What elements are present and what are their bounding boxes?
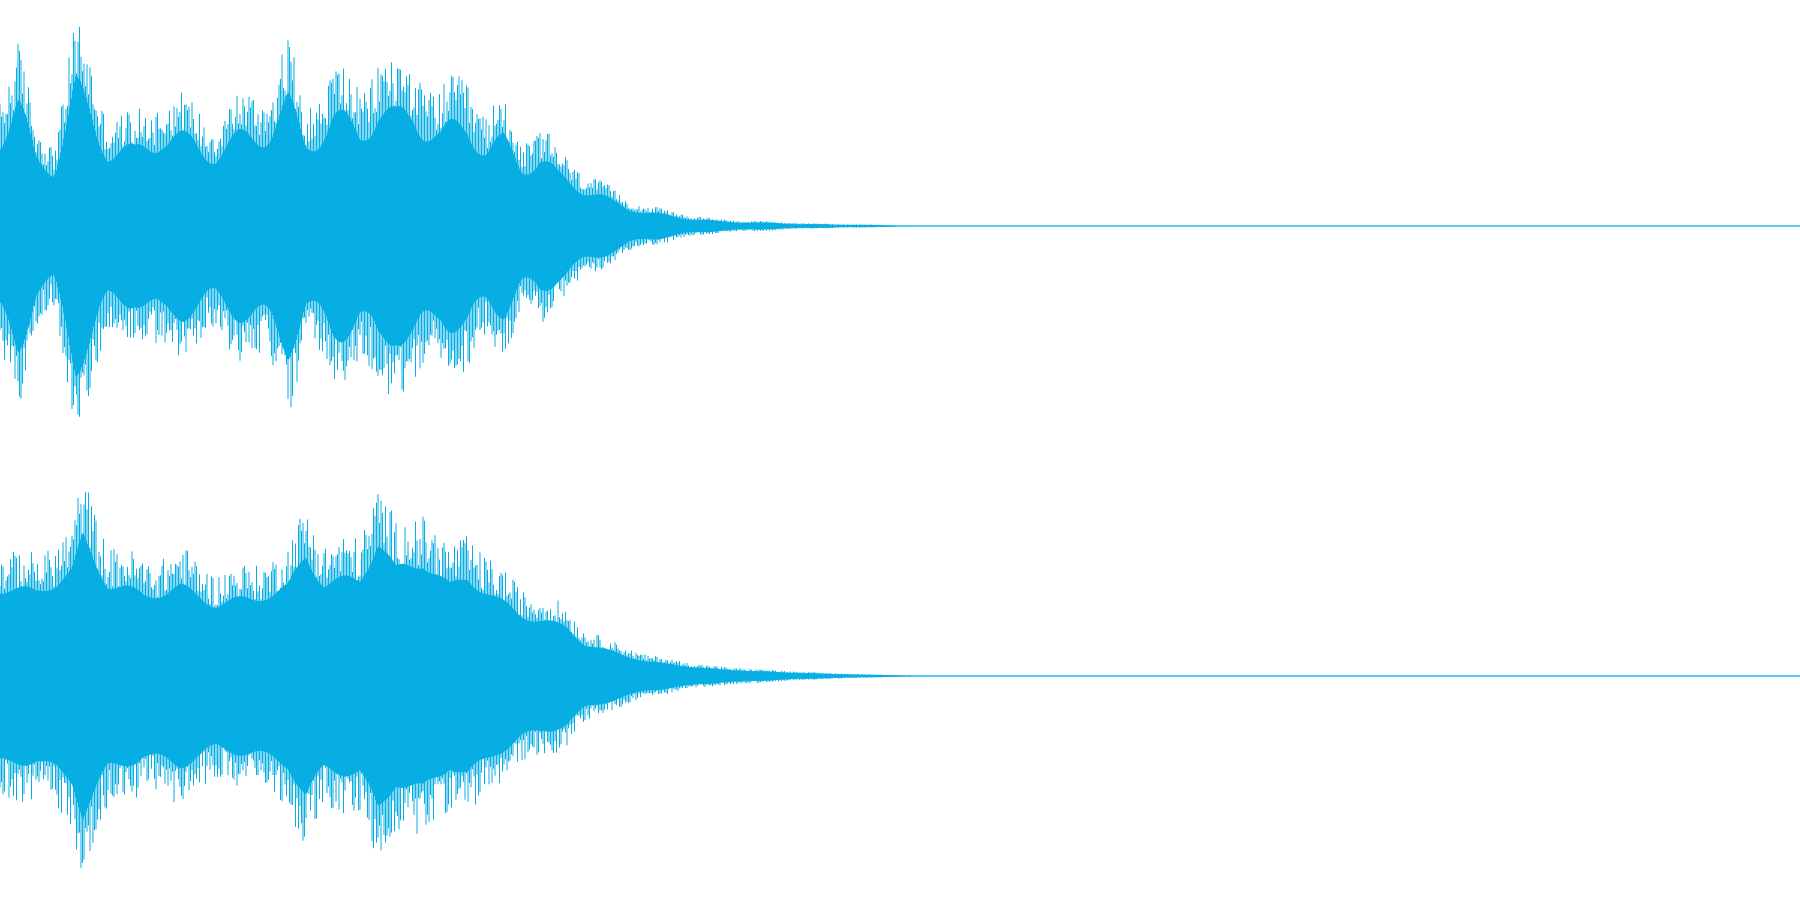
channel-right-waveform — [0, 491, 1800, 868]
channel-left-peaks — [0, 26, 928, 417]
channel-left-waveform — [0, 26, 1800, 417]
channel-right-peaks — [0, 491, 928, 868]
